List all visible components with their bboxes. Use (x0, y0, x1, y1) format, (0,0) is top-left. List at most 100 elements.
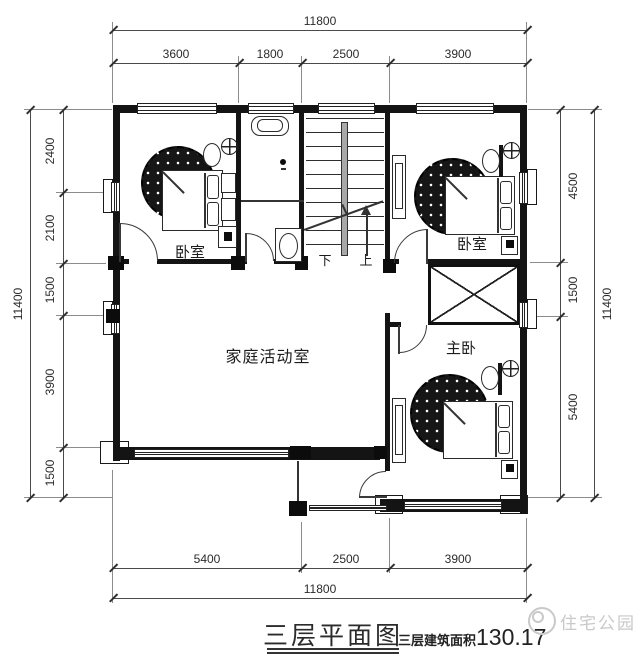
dim-tick (523, 58, 532, 68)
extension-line (530, 316, 568, 317)
wash-basin (482, 149, 500, 173)
dim-line-left-segments (63, 110, 64, 498)
extension-line (56, 315, 106, 316)
dresser-inner (395, 163, 403, 209)
dim-left-total: 11400 (11, 287, 25, 321)
extension-line (301, 56, 302, 103)
dim-tick (523, 593, 532, 603)
extension-line (528, 497, 602, 498)
wall-bath-stair (299, 113, 304, 264)
window (519, 302, 528, 328)
title-underline (267, 648, 399, 650)
stair-label-down: 下 (318, 253, 332, 268)
door-leaf (119, 223, 121, 262)
window (416, 103, 494, 114)
dim-top-seg-0: 3600 (162, 47, 190, 61)
dim-top-seg-1: 1800 (256, 47, 284, 61)
wall-pilaster (527, 299, 537, 329)
stair-label-up: 上 (359, 253, 373, 268)
stair-arrow-head (361, 205, 371, 215)
dim-line-left-total (30, 110, 31, 498)
title-underline (267, 652, 399, 654)
dim-left-seg-4: 1500 (43, 459, 57, 487)
wall-bedroom-bath (236, 113, 241, 264)
nightstand-detail (506, 240, 514, 248)
extension-line (56, 192, 106, 193)
wall-stair-bedroom (385, 113, 390, 264)
extension-line (526, 518, 527, 603)
watermark-logo-icon (528, 607, 556, 635)
extension-line (24, 109, 112, 110)
dim-line-right-segments (560, 110, 561, 498)
dim-left-seg-2: 1500 (43, 276, 57, 304)
dim-line-top-segments (113, 63, 527, 64)
dim-top-seg-3: 3900 (444, 47, 472, 61)
round-sink (221, 138, 238, 155)
pillow (498, 405, 510, 428)
stair-rail (341, 122, 348, 256)
extension-line (530, 262, 568, 263)
room-label-bedroom-right: 卧室 (456, 236, 488, 253)
dim-bottom-seg-2: 3900 (444, 552, 472, 566)
column-marker (290, 446, 311, 459)
extension-line (389, 518, 390, 573)
bed-headboard-line (495, 403, 497, 457)
round-sink (502, 360, 519, 377)
drawing-title: 三层平面图 (262, 622, 404, 650)
extension-line (56, 263, 106, 264)
window (404, 501, 502, 510)
room-label-master: 主卧 (445, 340, 477, 357)
column-marker (289, 501, 307, 516)
dim-right-seg-1: 1500 (566, 276, 580, 304)
extension-line (112, 470, 113, 603)
wall-master-north-stub (385, 322, 401, 327)
exterior-wall-left (113, 105, 120, 461)
toilet-bowl (279, 233, 298, 259)
dim-line-bottom-total (113, 598, 527, 599)
window (248, 103, 294, 114)
column-marker (374, 446, 387, 459)
window (137, 103, 217, 114)
stair-arrow-line (366, 214, 368, 256)
wash-basin (203, 143, 221, 167)
extension-line (528, 109, 602, 110)
area-label: 三层建筑面积 (398, 633, 477, 648)
dim-tick (523, 563, 532, 573)
drain-mark (281, 168, 286, 170)
nightstand-detail (506, 464, 514, 472)
wall-pilaster (527, 169, 537, 205)
extension-line (56, 447, 106, 448)
pillow (207, 202, 219, 226)
wall-master-west (385, 313, 390, 471)
shaft-box (428, 264, 520, 325)
terrace-railing (309, 505, 387, 511)
shower-fixture-inner (257, 119, 283, 132)
window (318, 103, 375, 114)
dim-top-total: 11800 (303, 14, 337, 28)
door-leaf (245, 233, 247, 262)
room-label-bedroom-left: 卧室 (174, 244, 206, 261)
watermark-text: 住宅公园 (560, 614, 636, 633)
dim-left-seg-3: 3900 (43, 368, 57, 396)
dim-top-seg-2: 2500 (332, 47, 360, 61)
column-marker (383, 259, 396, 273)
door-leaf (426, 229, 428, 264)
wardrobe-inner (395, 405, 403, 455)
nightstand (221, 198, 236, 221)
wall-segment (427, 259, 527, 264)
dim-line-top-total (113, 30, 527, 31)
pillow (207, 175, 219, 199)
column-marker (106, 309, 120, 323)
bed-headboard-line (497, 178, 499, 233)
dim-right-seg-2: 5400 (566, 393, 580, 421)
window (111, 182, 120, 212)
extension-line (389, 56, 390, 103)
dim-right-total: 11400 (600, 287, 614, 321)
column-marker (231, 256, 245, 270)
round-sink (503, 142, 520, 159)
window (134, 449, 289, 458)
bed-headboard-line (204, 173, 206, 228)
nightstand (221, 173, 236, 193)
